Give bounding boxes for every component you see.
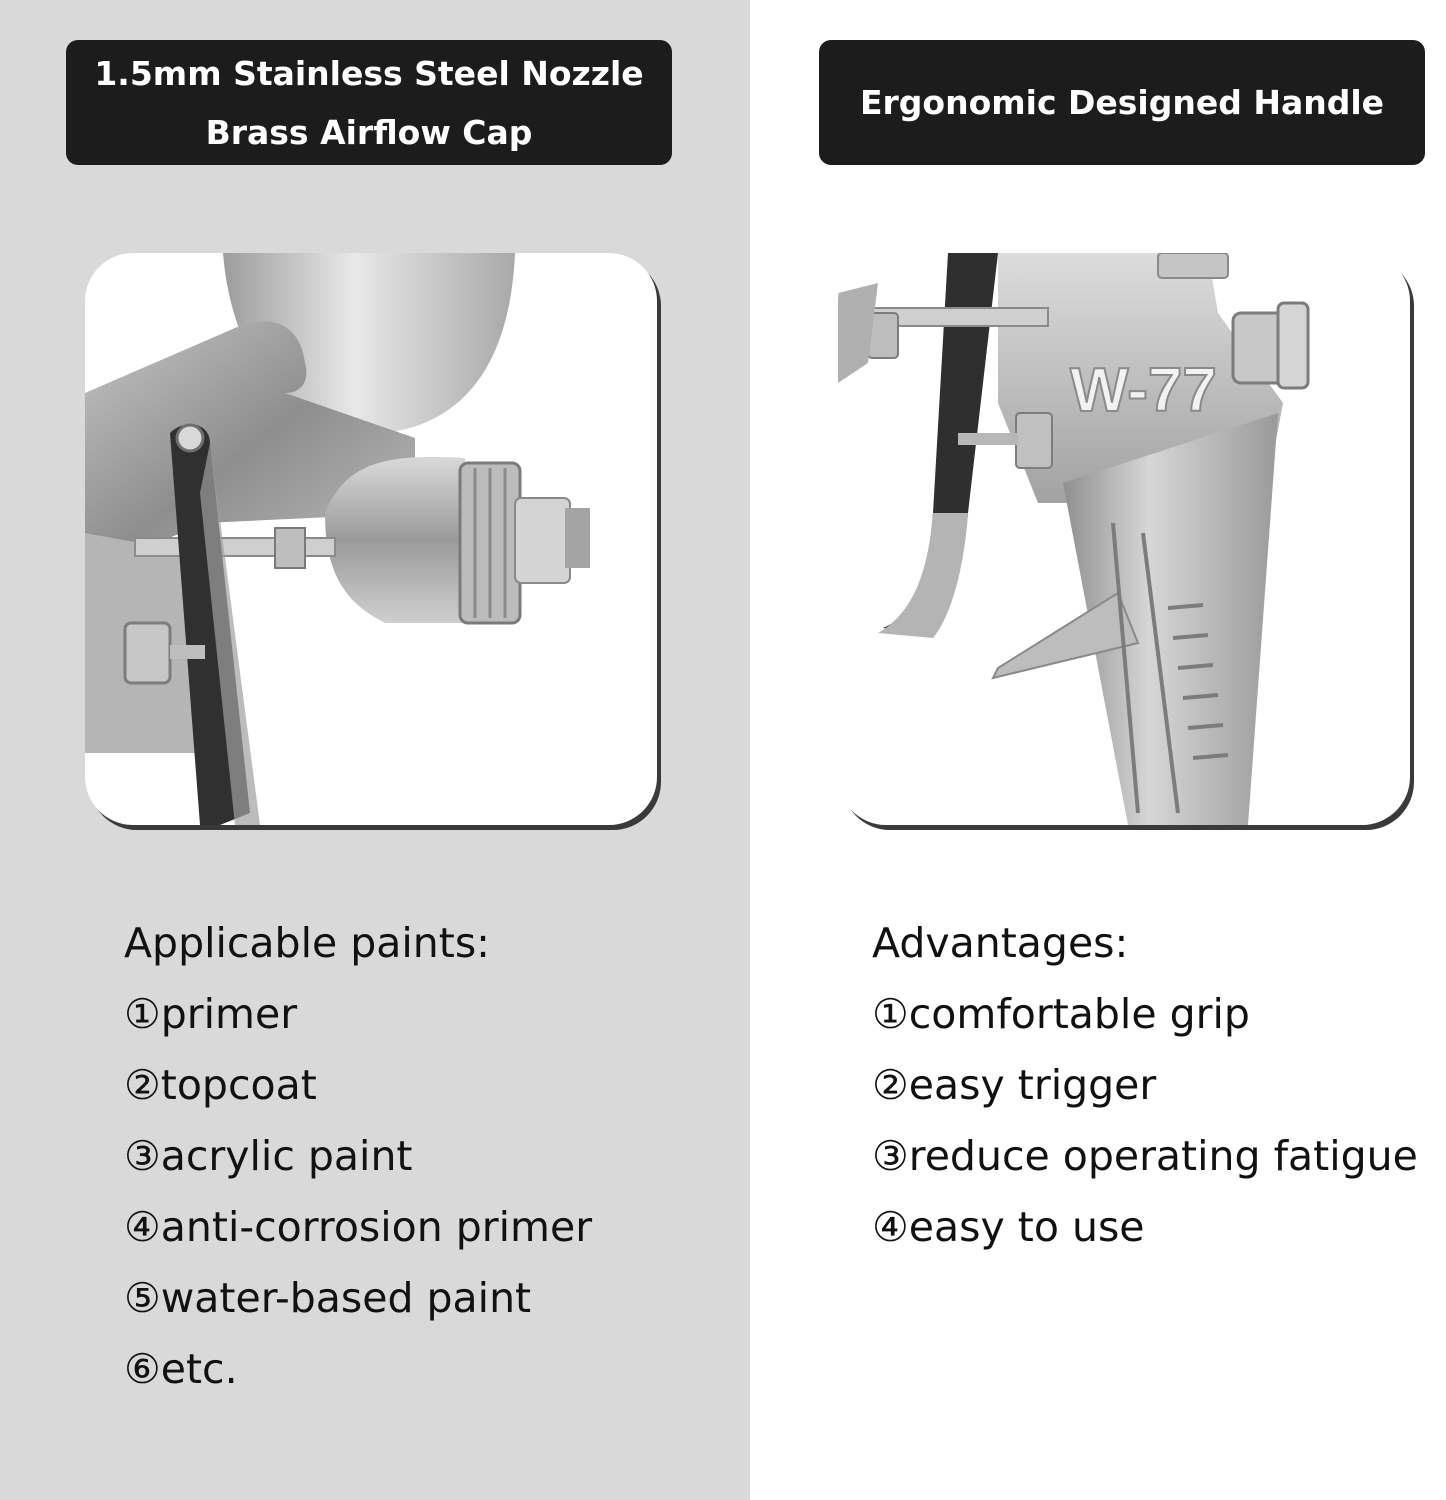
gun-model-label: W-77 [1070,356,1217,425]
handle-feature-header: Ergonomic Designed Handle [819,40,1425,165]
applicable-paints-list: Applicable paints: ①primer ②topcoat ③acr… [124,908,592,1405]
list-item: ①comfortable grip [872,990,1250,1038]
left-panel: 1.5mm Stainless Steel Nozzle Brass Airfl… [0,0,750,1500]
spray-gun-nozzle-image [85,253,590,825]
applicable-paints-title: Applicable paints: [124,919,490,967]
advantages-list: Advantages: ①comfortable grip ②easy trig… [872,908,1418,1263]
nozzle-closeup-photo [85,253,657,825]
list-item: ④anti-corrosion primer [124,1203,593,1251]
handle-header-line1: Ergonomic Designed Handle [859,83,1385,122]
list-item: ①primer [124,990,298,1038]
list-item: ②easy trigger [872,1061,1157,1109]
handle-closeup-photo: W-77 [838,253,1410,825]
nozzle-header-line1: 1.5mm Stainless Steel Nozzle [94,53,644,93]
list-item: ③acrylic paint [124,1132,413,1180]
list-item: ③reduce operating fatigue [872,1132,1418,1180]
list-item: ②topcoat [124,1061,317,1109]
list-item: ⑥etc. [124,1345,238,1393]
list-item: ④easy to use [872,1203,1145,1251]
advantages-title: Advantages: [872,919,1129,967]
spray-gun-handle-image: W-77 [838,253,1310,825]
nozzle-header-line2: Brass Airflow Cap [205,112,533,152]
nozzle-feature-header: 1.5mm Stainless Steel Nozzle Brass Airfl… [66,40,672,165]
list-item: ⑤water-based paint [124,1274,532,1322]
right-panel: Ergonomic Designed Handle [750,0,1446,1500]
